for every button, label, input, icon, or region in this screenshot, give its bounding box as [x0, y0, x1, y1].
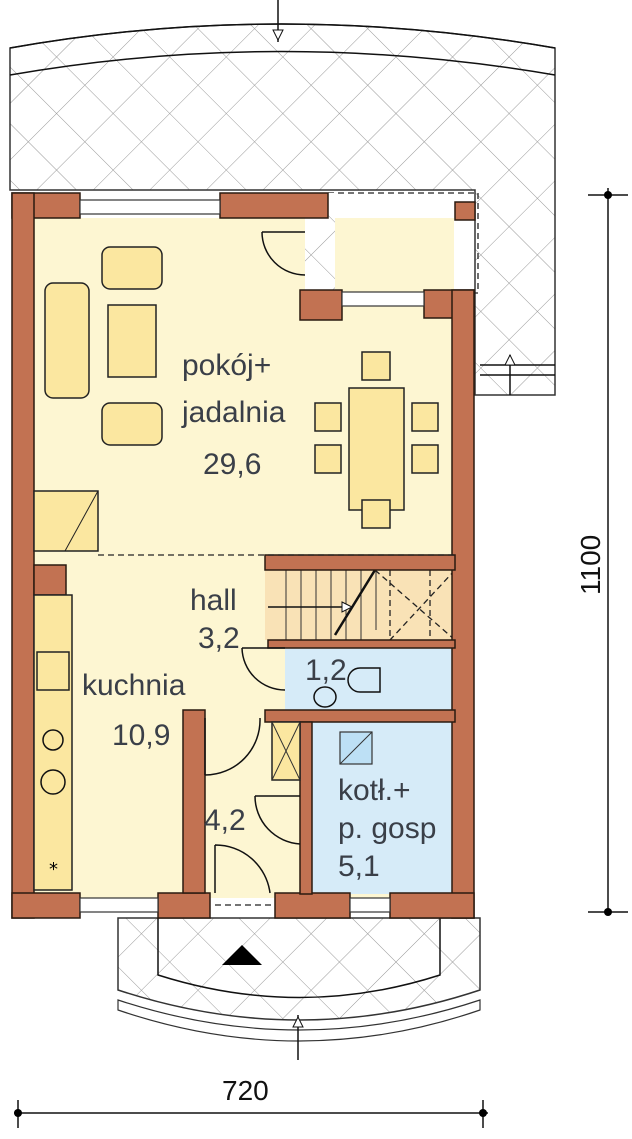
living-room-name: pokój+: [182, 349, 271, 382]
dimension-width: 720: [14, 1075, 488, 1128]
staircase: [265, 570, 455, 640]
height-label: 1100: [575, 535, 606, 595]
sofa: [44, 282, 90, 399]
armchair: [101, 246, 163, 290]
boiler-room-name: kotł.+: [338, 774, 411, 807]
boiler-room-name-2: p. gosp: [338, 812, 436, 845]
coffee-table: [107, 304, 157, 378]
dimension-height: 1100: [575, 188, 628, 916]
armchair: [101, 402, 163, 446]
boiler-room-area: 5,1: [338, 850, 380, 883]
hall-name: hall: [190, 584, 237, 617]
fridge-icon: *: [49, 859, 58, 880]
kitchen-area: 10,9: [112, 719, 170, 752]
top-terrace: [9, 0, 556, 396]
living-room-area: 29,6: [203, 448, 261, 481]
entrance-terrace: [117, 917, 481, 1060]
kitchen-name: kuchnia: [82, 669, 186, 702]
stove-icon: [36, 651, 70, 691]
dining-table: [348, 387, 405, 511]
boiler-room: [312, 722, 455, 894]
doors: [204, 231, 306, 894]
hall-area: 3,2: [198, 622, 240, 655]
vestibule-area: 4,2: [204, 804, 246, 837]
stairs-treads: [268, 569, 456, 720]
kitchen-counter: [33, 594, 73, 891]
bathroom: [285, 648, 455, 710]
walls: [11, 192, 475, 919]
entrance-arrow-icon: [222, 945, 262, 965]
bathroom-area: 1,2: [305, 654, 347, 687]
width-label: 720: [222, 1075, 269, 1106]
fireplace: [33, 490, 99, 552]
sink-icon: [42, 729, 64, 751]
windows: [79, 199, 425, 913]
porch-column: [454, 201, 476, 221]
toilet-icon: [347, 667, 381, 693]
living-room-name-2: jadalnia: [181, 396, 286, 429]
furniture: *: [33, 246, 455, 906]
